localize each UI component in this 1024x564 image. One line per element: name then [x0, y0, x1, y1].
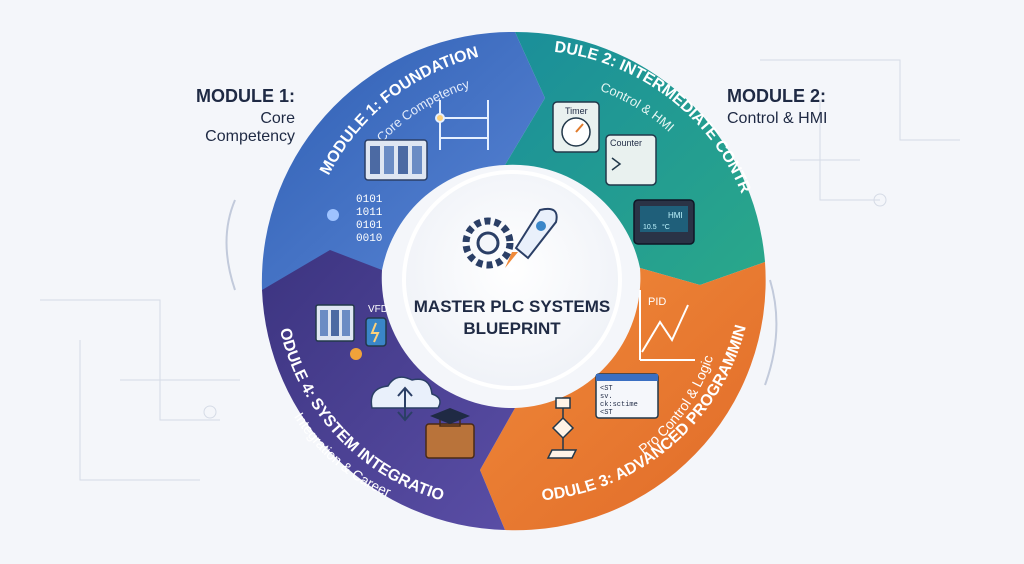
cloud-sync-icon [370, 376, 441, 422]
diagram-title-line-1: MASTER PLC SYSTEMS [414, 297, 610, 316]
binary-line-4: 0010 [356, 233, 382, 245]
hmi-value: 10.5 [643, 224, 657, 231]
gear-icon [462, 217, 514, 269]
center-hub [402, 170, 622, 390]
code-line-2: sv. [600, 393, 613, 401]
chip-icon [327, 209, 339, 221]
module-1-callout: MODULE 1: Core Competency [175, 86, 295, 146]
module-2-callout-subtitle: Control & HMI [727, 110, 828, 127]
rocket-icon [505, 207, 558, 268]
timer-label: Timer [565, 106, 588, 116]
timer-icon [552, 101, 600, 153]
module-2-callout-title: MODULE 2: [727, 86, 826, 106]
counter-label: Counter [610, 138, 642, 148]
counter-icon [605, 134, 657, 186]
code-line-3: ck:sctime [600, 401, 638, 409]
code-line-1: <ST [600, 385, 613, 393]
binary-line-2: 1011 [356, 207, 383, 219]
module-1-callout-subtitle: Core Competency [205, 110, 295, 145]
diagram-title-line-2: BLUEPRINT [463, 319, 561, 338]
hmi-unit: °C [662, 223, 670, 231]
plc-rack-icon [364, 139, 428, 181]
pid-label: PID [648, 296, 666, 308]
code-line-4: <ST [600, 409, 613, 417]
code-window-icon [595, 373, 659, 419]
module-1-callout-title: MODULE 1: [196, 86, 295, 106]
ladder-logic-icon [435, 100, 489, 150]
graduation-cap-icon [430, 408, 470, 424]
hmi-panel-icon [633, 199, 695, 245]
vfd-label: VFD [368, 304, 388, 315]
module-2-callout: MODULE 2: Control & HMI [727, 86, 827, 128]
background-circuit-lines [40, 59, 960, 481]
pid-graph-icon [639, 290, 695, 361]
hmi-label: HMI [668, 211, 683, 220]
cycle-arrow-right [764, 279, 778, 386]
flowchart-icon [546, 397, 578, 459]
vfd-icon [315, 304, 387, 360]
cycle-arrow-left [225, 199, 236, 291]
binary-line-1: 0101 [356, 194, 383, 206]
binary-line-3: 0101 [356, 220, 383, 232]
